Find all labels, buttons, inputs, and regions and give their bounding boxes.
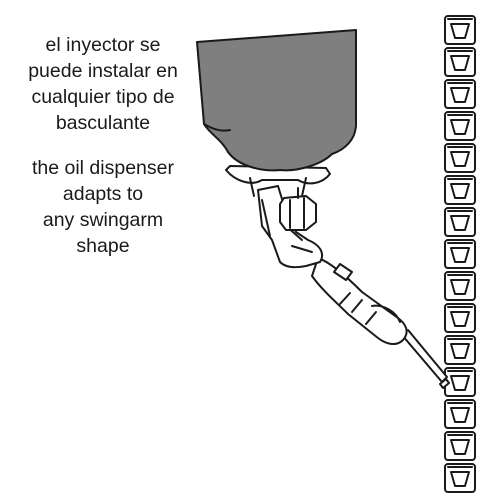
chain-link <box>444 335 476 365</box>
tube-tip <box>439 378 450 389</box>
caption-en-line-2: adapts to <box>62 183 144 205</box>
nut-hex <box>279 195 317 231</box>
chain-link <box>444 175 476 205</box>
chain-link <box>444 239 476 269</box>
nut-faces <box>289 197 305 229</box>
caption-en-line-3: any swingarm <box>42 209 164 231</box>
caption-es-line-1: el inyector se <box>45 34 161 56</box>
chain-link <box>444 79 476 109</box>
caption-en-line-4: shape <box>76 235 130 257</box>
collar-flange <box>225 165 331 185</box>
caption-es-line-2: puede instalar en <box>28 60 178 82</box>
reservoir-collar <box>225 165 331 197</box>
chain-links <box>444 15 476 493</box>
injector-barrel <box>311 257 408 346</box>
injector-collar <box>371 304 401 323</box>
bracket-edge <box>261 199 271 237</box>
chain-link <box>444 15 476 45</box>
chain-link <box>444 143 476 173</box>
chain-link <box>444 303 476 333</box>
chain-link <box>444 367 476 397</box>
applicator-tube <box>401 329 450 389</box>
oil-reservoir <box>196 29 357 172</box>
bolt-nut <box>279 187 317 231</box>
tube-body <box>401 329 448 383</box>
chain <box>444 15 476 493</box>
chain-link <box>444 111 476 141</box>
caption-es-line-4: basculante <box>55 112 151 134</box>
collar-legs <box>249 177 307 197</box>
chain-link <box>444 271 476 301</box>
chain-link <box>444 463 476 493</box>
chain-link <box>444 399 476 429</box>
injector-clip <box>333 263 353 281</box>
injector-body <box>311 257 408 346</box>
chain-link <box>444 431 476 461</box>
reservoir-body <box>196 29 357 172</box>
reservoir-shoulder <box>203 123 231 132</box>
chain-link <box>444 47 476 77</box>
caption-es-line-3: cualquier tipo de <box>31 86 175 108</box>
injector-ridges <box>339 292 377 325</box>
chain-link <box>444 207 476 237</box>
caption-spanish: el inyector se puede instalar en cualqui… <box>0 32 206 136</box>
caption-en-line-1: the oil dispenser <box>31 157 174 179</box>
caption-english: the oil dispenser adapts to any swingarm… <box>0 155 206 259</box>
